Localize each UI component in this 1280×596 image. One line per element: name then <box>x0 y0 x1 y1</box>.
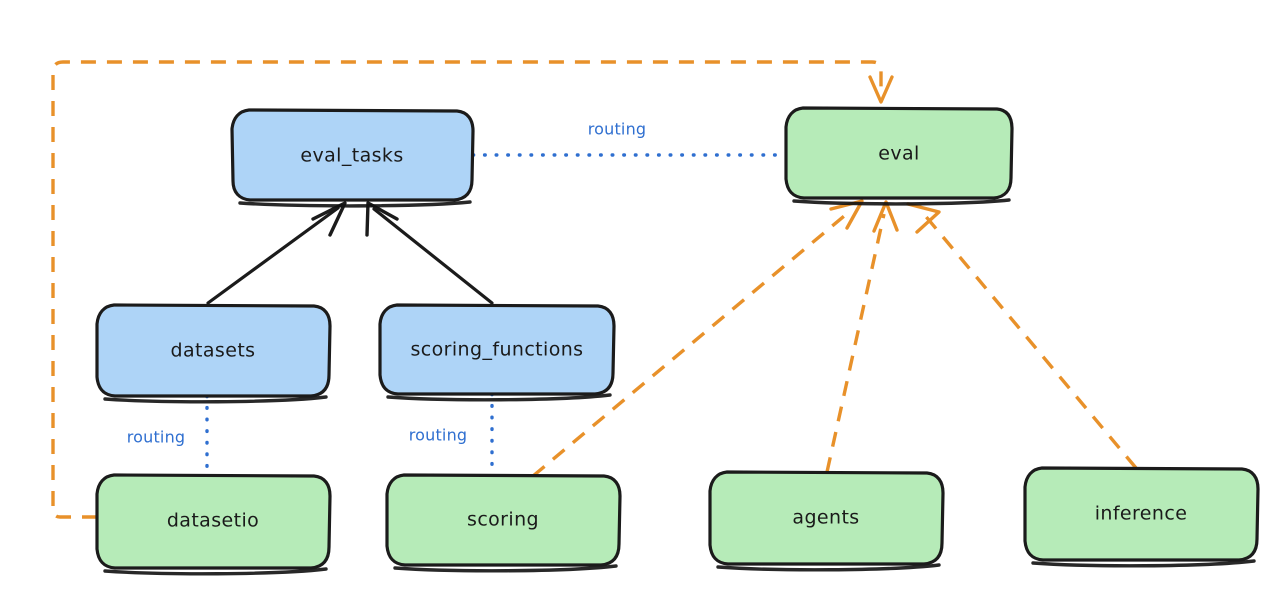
node-scoring-label: scoring <box>467 509 539 531</box>
arrowhead-datasets-to-eval_tasks <box>311 201 347 237</box>
node-scoring[interactable]: scoring <box>385 473 622 573</box>
edge-datasetio-to-eval <box>51 60 883 519</box>
node-agents-box <box>708 470 945 566</box>
edge-label-routing-scoring_functions-scoring: routing <box>409 426 468 445</box>
node-scoring-box <box>385 473 622 567</box>
node-eval-box <box>784 106 1014 200</box>
node-datasetio-box <box>95 473 332 570</box>
node-scoring_functions-label: scoring_functions <box>411 339 584 361</box>
node-datasets-box <box>95 303 332 398</box>
edge-label-routing-eval_tasks-eval: routing <box>588 120 647 139</box>
node-datasets-shadow <box>103 395 328 404</box>
node-eval_tasks-box <box>230 108 475 202</box>
node-eval_tasks-label: eval_tasks <box>300 145 403 167</box>
node-eval-shadow <box>792 198 1011 206</box>
node-eval_tasks[interactable]: eval_tasks <box>230 108 475 208</box>
node-inference-box <box>1023 466 1260 562</box>
arrowhead-datasetio-to-eval <box>868 75 894 104</box>
arrowhead-agents-to-eval <box>872 200 899 233</box>
node-agents[interactable]: agents <box>708 470 945 572</box>
edge-group <box>51 60 1138 519</box>
edge-inference-to-eval <box>921 211 1138 470</box>
node-eval-label: eval <box>878 143 919 165</box>
node-datasetio-shadow <box>103 567 328 576</box>
edge-datasets-to-eval_tasks <box>206 206 340 305</box>
edge-agents-to-eval <box>825 213 886 473</box>
edge-label-group: routing routing routing <box>127 120 647 447</box>
node-scoring_functions-box <box>378 303 616 396</box>
node-inference[interactable]: inference <box>1023 466 1260 568</box>
node-scoring-shadow <box>393 564 618 573</box>
node-agents-label: agents <box>792 507 859 529</box>
node-datasets[interactable]: datasets <box>95 303 332 404</box>
node-eval[interactable]: eval <box>784 106 1014 206</box>
node-inference-shadow <box>1031 559 1256 568</box>
arrowhead-scoring_functions-to-eval_tasks <box>365 201 399 237</box>
node-inference-label: inference <box>1095 503 1188 525</box>
node-datasetio[interactable]: datasetio <box>95 473 332 576</box>
node-datasets-label: datasets <box>171 340 256 362</box>
node-scoring_functions-shadow <box>386 393 612 402</box>
node-datasetio-label: datasetio <box>167 510 259 532</box>
edge-scoring_functions-to-eval_tasks <box>372 207 494 305</box>
edge-label-routing-datasets-datasetio: routing <box>127 428 186 447</box>
arrowhead-inference-to-eval <box>906 202 941 234</box>
edge-scoring-to-eval <box>531 210 851 478</box>
node-eval_tasks-shadow <box>238 200 472 208</box>
node-agents-shadow <box>716 563 941 572</box>
arrowhead-scoring-to-eval <box>829 199 864 230</box>
node-group: eval_tasks eval datasets scoring_functio… <box>95 106 1260 576</box>
node-scoring_functions[interactable]: scoring_functions <box>378 303 616 402</box>
